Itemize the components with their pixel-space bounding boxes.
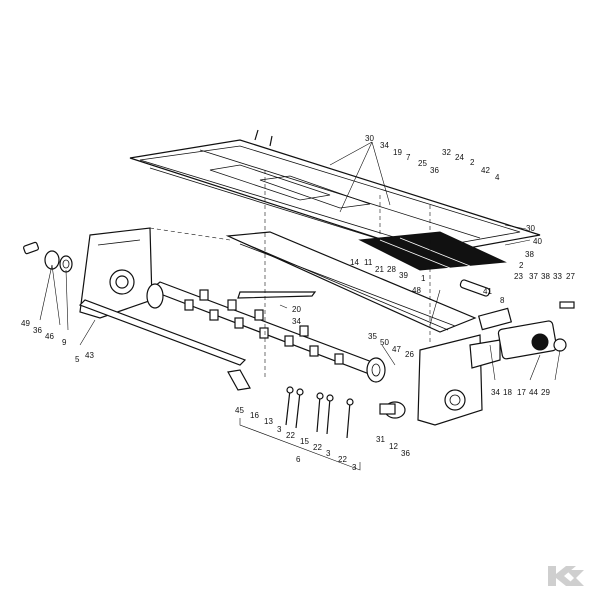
- part-label: 35: [368, 332, 377, 341]
- rotor-shaft: [146, 281, 386, 383]
- part-label: 38: [541, 272, 550, 281]
- cutter-bar: [225, 231, 477, 333]
- part-label: 22: [286, 431, 295, 440]
- part-label: 41: [483, 287, 492, 296]
- part-label: 16: [250, 411, 259, 420]
- part-label: 8: [500, 296, 505, 305]
- brand-logo: [548, 566, 584, 586]
- part-label: 44: [529, 388, 538, 397]
- part-label: 31: [376, 435, 385, 444]
- right-side-plate: [417, 334, 501, 426]
- part-label: 30: [365, 134, 374, 143]
- part-label: 17: [517, 388, 526, 397]
- part-label: 25: [418, 159, 427, 168]
- part-label: 28: [387, 265, 396, 274]
- part-label: 13: [264, 417, 273, 426]
- part-labels: 30 34 19 7 32 25 36 24 2 42 4 30 40 38 1…: [21, 134, 575, 472]
- logo-mark-right: [566, 570, 584, 586]
- part-label: 27: [566, 272, 575, 281]
- lower-bearing: [379, 401, 406, 419]
- part-label: 18: [503, 388, 512, 397]
- part-label: 32: [442, 148, 451, 157]
- part-label: 5: [75, 355, 80, 364]
- roller: [459, 279, 491, 297]
- part-label: 9: [62, 338, 67, 347]
- part-label: 37: [529, 272, 538, 281]
- left-bearing-parts: [23, 241, 73, 273]
- part-label: 47: [392, 345, 401, 354]
- part-label: 20: [292, 305, 301, 314]
- part-label: 38: [525, 250, 534, 259]
- top-frame: [129, 129, 541, 259]
- part-label: 33: [553, 272, 562, 281]
- part-label: 36: [430, 166, 439, 175]
- part-label: 3: [326, 449, 331, 458]
- part-label: 11: [364, 258, 373, 267]
- part-label: 22: [313, 443, 322, 452]
- part-label: 46: [45, 332, 54, 341]
- part-label: 36: [33, 326, 42, 335]
- part-label: 36: [401, 449, 410, 458]
- part-label: 43: [85, 351, 94, 360]
- part-label: 49: [21, 319, 30, 328]
- part-label: 39: [399, 271, 408, 280]
- lower-rod: [78, 291, 317, 391]
- part-bracket-6: [239, 418, 361, 471]
- part-label: 3: [277, 425, 282, 434]
- flail-knives: [285, 386, 354, 439]
- part-label: 15: [300, 437, 309, 446]
- part-label: 3: [352, 463, 357, 472]
- part-label: 6: [296, 455, 301, 464]
- left-side-plate: [79, 227, 153, 319]
- alignment-lines: [149, 170, 431, 380]
- leader-lines: [39, 141, 561, 381]
- part-label: 2: [519, 261, 524, 270]
- part-label: 23: [514, 272, 523, 281]
- part-label: 48: [412, 286, 421, 295]
- part-label: 21: [375, 265, 384, 274]
- part-label: 34: [491, 388, 500, 397]
- part-label: 7: [406, 153, 411, 162]
- part-label: 29: [541, 388, 550, 397]
- part-label: 12: [389, 442, 398, 451]
- part-label: 22: [338, 455, 347, 464]
- part-label: 1: [421, 274, 426, 283]
- part-label: 40: [533, 237, 542, 246]
- sieve-panel: [358, 231, 507, 271]
- part-label: 26: [405, 350, 414, 359]
- part-label: 4: [495, 173, 500, 182]
- part-label: 30: [526, 224, 535, 233]
- part-label: 34: [380, 141, 389, 150]
- part-label: 45: [235, 406, 244, 415]
- part-label: 34: [292, 317, 301, 326]
- gearbox: [477, 301, 575, 360]
- part-label: 14: [350, 258, 359, 267]
- part-label: 42: [481, 166, 490, 175]
- part-label: 50: [380, 338, 389, 347]
- part-label: 19: [393, 148, 402, 157]
- part-label: 2: [470, 158, 475, 167]
- part-label: 24: [455, 153, 464, 162]
